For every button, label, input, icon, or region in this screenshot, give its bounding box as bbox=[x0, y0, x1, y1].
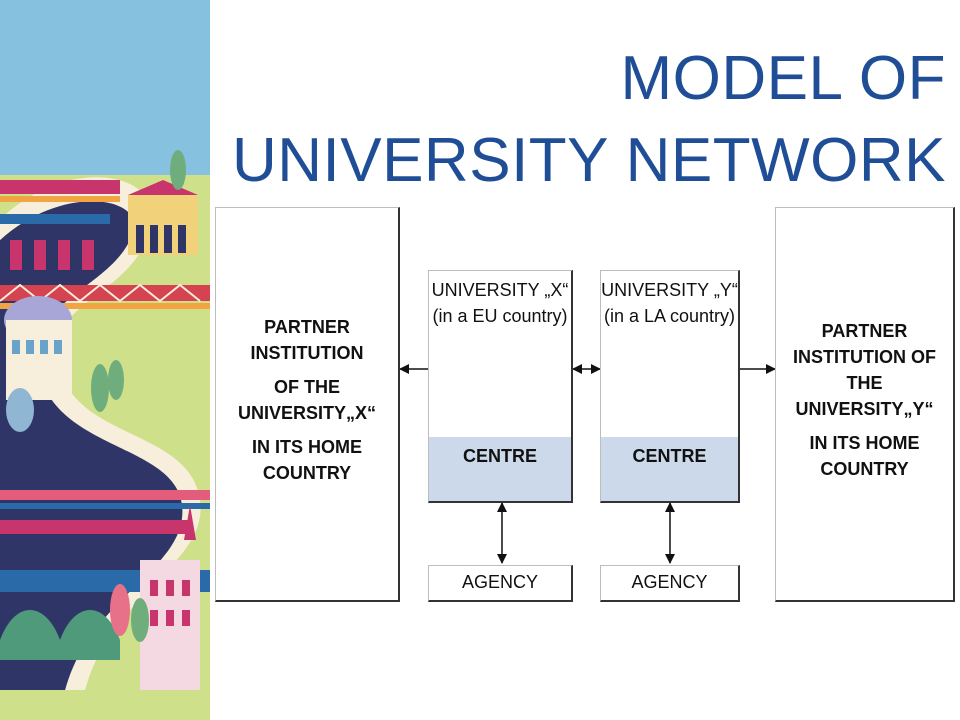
partner-institution-y-box: PARTNER INSTITUTION OF THE UNIVERSITY„Y“… bbox=[775, 207, 955, 602]
partner-y-line2: IN ITS HOME COUNTRY bbox=[809, 433, 920, 479]
university-x-label: UNIVERSITY „X“ (in a EU country) bbox=[431, 280, 569, 326]
decorative-city-illustration bbox=[0, 0, 210, 720]
university-y-box: UNIVERSITY „Y“ (in a LA country) CENTRE bbox=[600, 270, 740, 503]
centre-y-box: CENTRE bbox=[601, 437, 738, 501]
partner-institution-x-box: PARTNER INSTITUTION OF THE UNIVERSITY„X“… bbox=[215, 207, 400, 602]
agency-y-box: AGENCY bbox=[600, 565, 740, 602]
partner-x-line1: PARTNER INSTITUTION bbox=[250, 317, 364, 363]
page-title: MODEL OF UNIVERSITY NETWORK bbox=[231, 44, 946, 195]
university-y-label: UNIVERSITY „Y“ (in a LA country) bbox=[601, 280, 738, 326]
centre-x-box: CENTRE bbox=[429, 437, 571, 501]
agency-x-box: AGENCY bbox=[428, 565, 573, 602]
partner-y-line1: PARTNER INSTITUTION OF THE UNIVERSITY„Y“ bbox=[793, 321, 936, 419]
university-x-box: UNIVERSITY „X“ (in a EU country) CENTRE bbox=[428, 270, 573, 503]
partner-x-line3: IN ITS HOME COUNTRY bbox=[251, 437, 362, 483]
partner-x-line2: OF THE UNIVERSITY„X“ bbox=[237, 377, 377, 423]
